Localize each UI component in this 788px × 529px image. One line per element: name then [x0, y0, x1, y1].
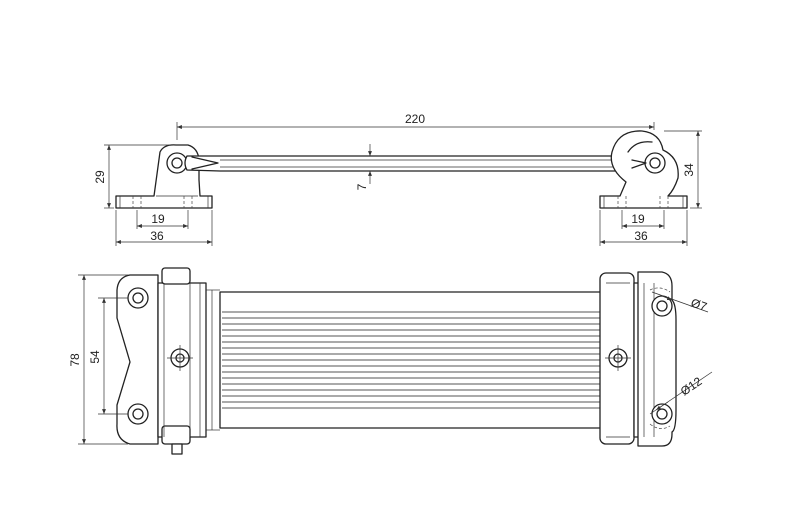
top-view: 78 54 Ø7 Ø12 — [68, 267, 713, 455]
dim-hook-height: 34 — [664, 130, 702, 209]
dim-text-36-right: 36 — [634, 229, 648, 243]
dim-text-29: 29 — [93, 170, 107, 184]
left-plate-top — [116, 274, 159, 445]
dim-pin-diameter: Ø7 — [651, 291, 709, 315]
left-bracket-top — [157, 267, 220, 455]
dim-rod-thickness: 7 — [355, 144, 372, 190]
rod-bundle-top — [219, 291, 607, 429]
dim-hole-spacing-left: 19 — [136, 210, 189, 229]
left-bracket-side — [115, 144, 213, 209]
dim-base-width-right: 36 — [599, 210, 688, 246]
dim-text-diameter-7: Ø7 — [689, 296, 709, 315]
right-bracket-top — [599, 271, 677, 447]
dim-text-7: 7 — [355, 183, 369, 190]
dim-base-width-left: 36 — [115, 210, 213, 246]
dim-hole-pitch: 54 — [88, 297, 128, 415]
dim-bracket-height: 29 — [93, 144, 170, 209]
dim-text-19-left: 19 — [151, 212, 165, 226]
right-bracket-side — [599, 130, 688, 209]
dim-overall-length: 220 — [176, 112, 655, 140]
rod-side — [184, 155, 641, 172]
dim-hole-spacing-right: 19 — [621, 210, 665, 229]
dim-overall-width: 78 — [68, 274, 128, 445]
dim-text-54: 54 — [88, 350, 102, 364]
side-view: 220 29 7 34 19 — [93, 112, 702, 246]
dim-text-diameter-12: Ø12 — [678, 374, 705, 398]
dim-text-220: 220 — [405, 112, 425, 126]
dim-text-36-left: 36 — [150, 229, 164, 243]
dim-text-78: 78 — [68, 353, 82, 367]
dim-text-34: 34 — [682, 163, 696, 177]
dim-text-19-right: 19 — [631, 212, 645, 226]
